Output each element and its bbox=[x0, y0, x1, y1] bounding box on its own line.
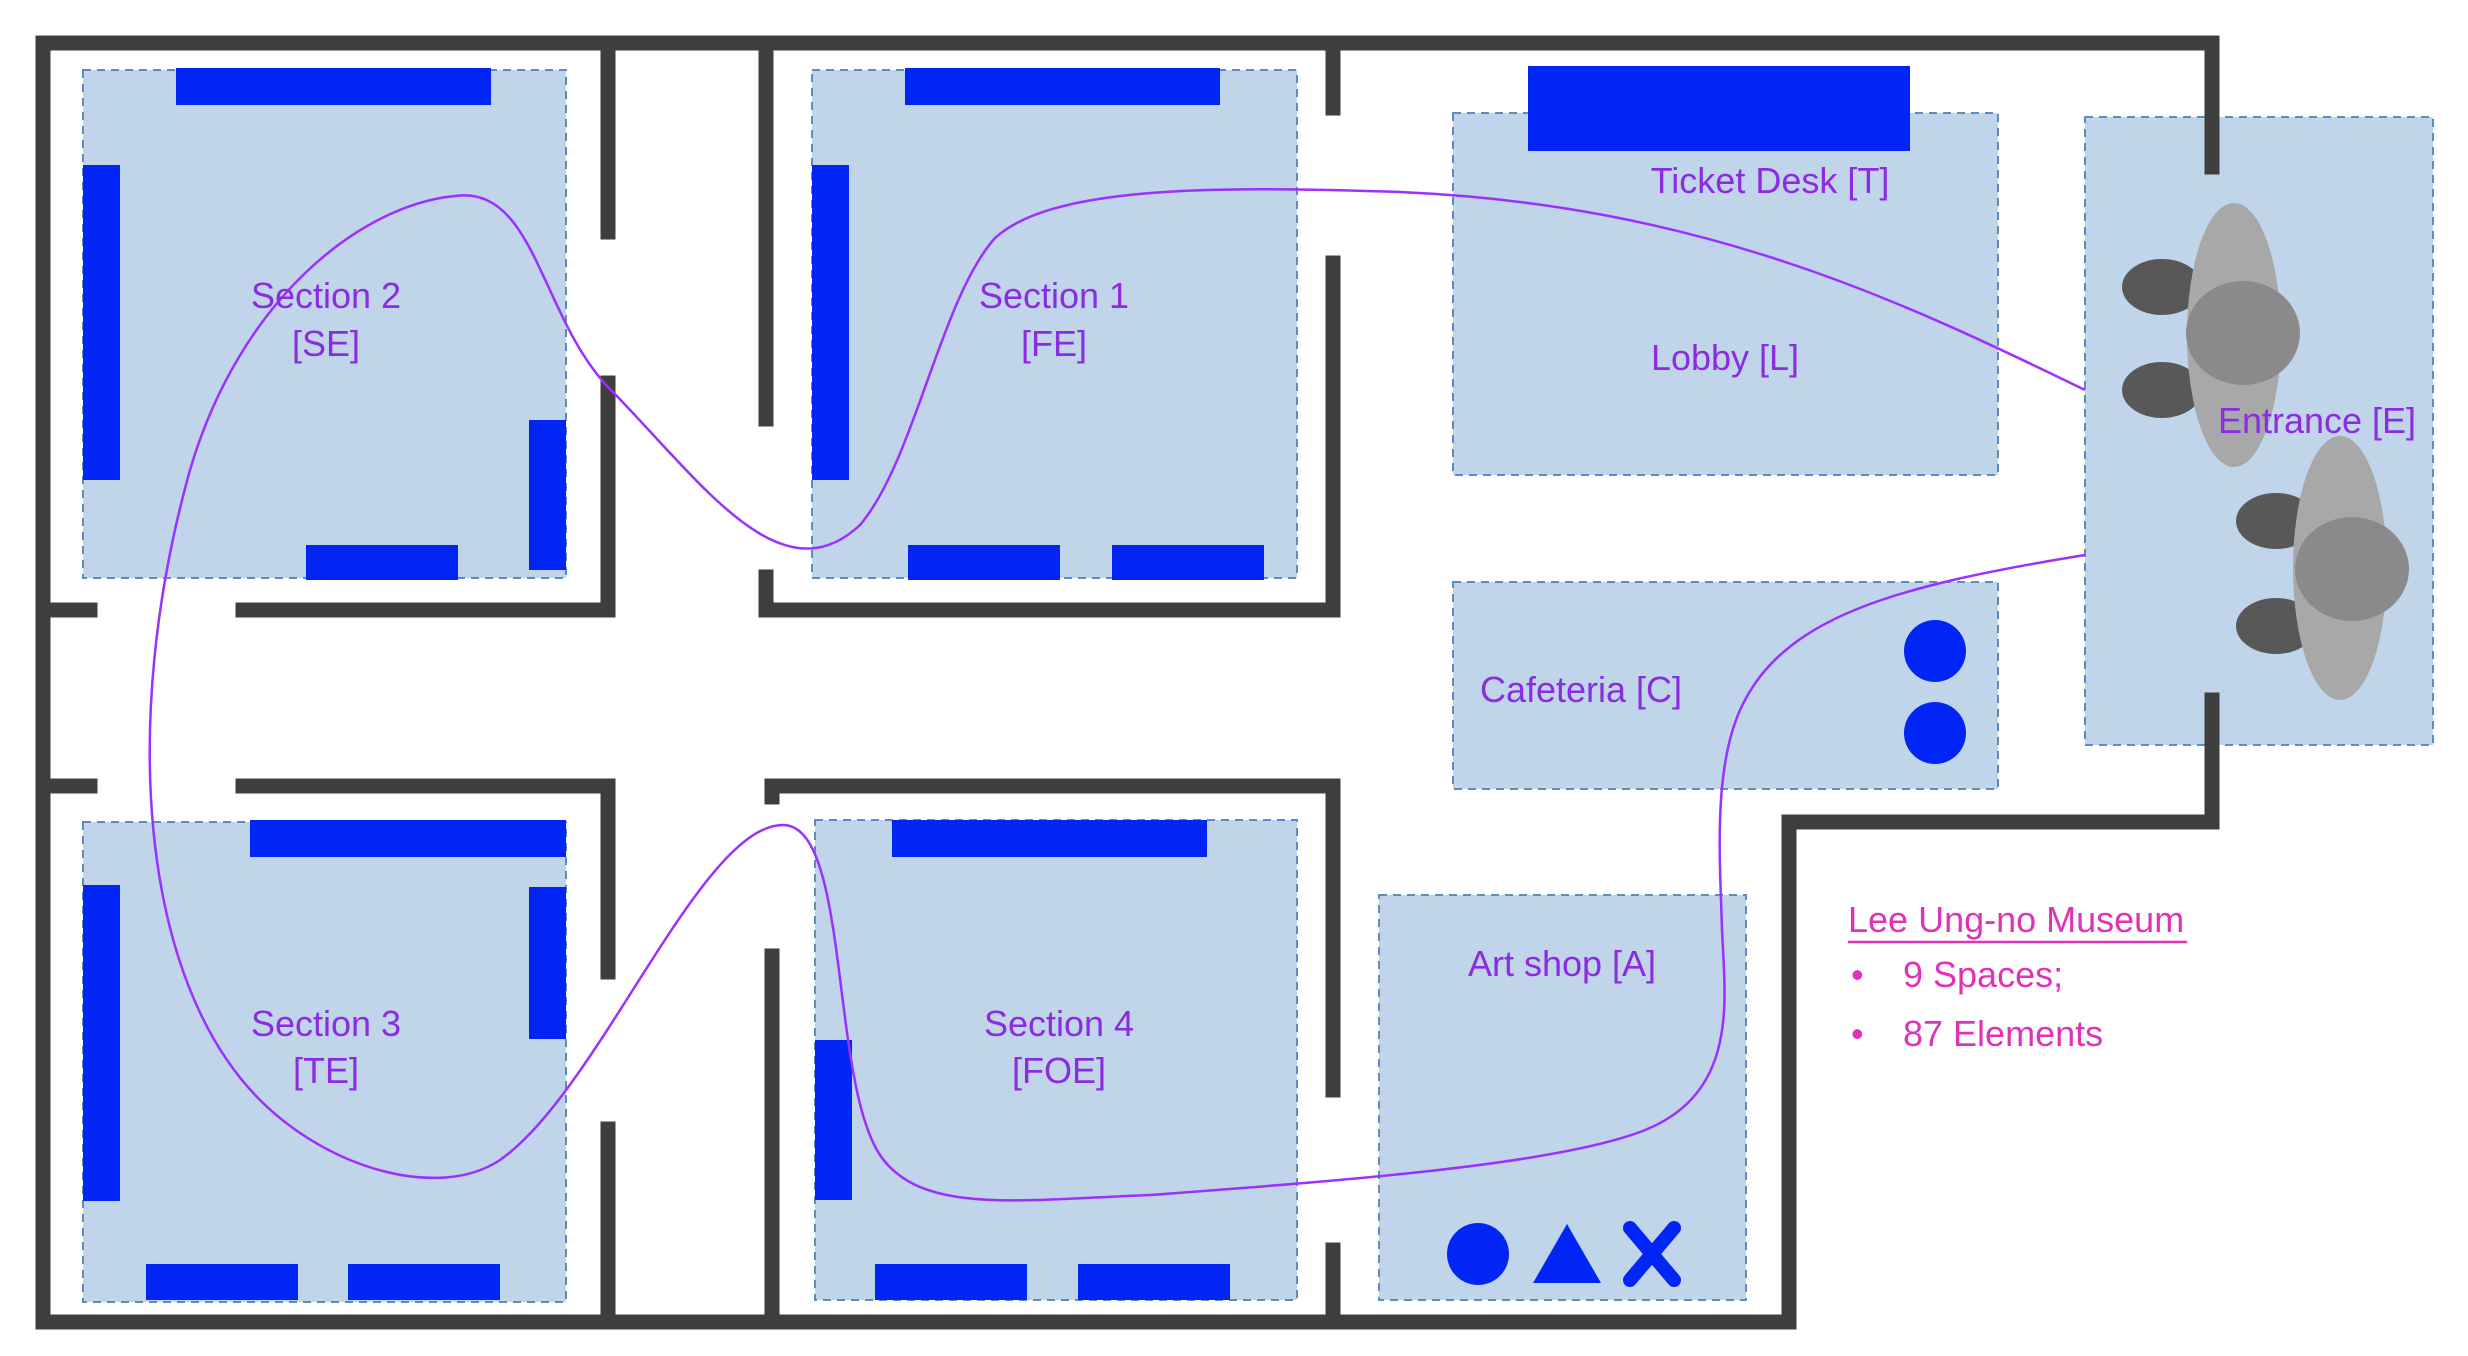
lobby-label: Lobby [L] bbox=[1651, 337, 1799, 378]
exhibit-panel bbox=[348, 1264, 500, 1300]
ticket-desk-counter bbox=[1528, 66, 1910, 151]
people-icon bbox=[2122, 203, 2300, 467]
section-2-code: [SE] bbox=[292, 323, 360, 364]
x-marker-icon bbox=[1623, 1221, 1681, 1287]
circle-marker-icon bbox=[1447, 1223, 1509, 1285]
legend-item-spaces: 9 Spaces; bbox=[1903, 954, 2063, 995]
exhibit-panel bbox=[905, 68, 1220, 105]
exhibit-panel bbox=[146, 1264, 298, 1300]
cafeteria-table-icon bbox=[1904, 702, 1966, 764]
visitor-route bbox=[148, 187, 2086, 1202]
legend-bullet: • bbox=[1851, 1013, 1864, 1054]
legend-bullet: • bbox=[1851, 954, 1864, 995]
entrance-label: Entrance [E] bbox=[2218, 400, 2416, 441]
exhibit-panel bbox=[892, 820, 1207, 857]
exhibit-panel bbox=[83, 165, 120, 480]
section-1-code: [FE] bbox=[1021, 323, 1087, 364]
room-section-1 bbox=[811, 69, 1298, 579]
section-4-code: [FOE] bbox=[1012, 1050, 1106, 1091]
walls bbox=[35, 35, 2220, 1330]
exhibit-panel bbox=[812, 165, 849, 480]
ticket-desk-label: Ticket Desk [T] bbox=[1651, 160, 1890, 201]
section-1-name: Section 1 bbox=[979, 275, 1129, 316]
section-3-code: [TE] bbox=[293, 1050, 359, 1091]
exhibit-panel bbox=[908, 545, 1060, 580]
exhibit-panel bbox=[176, 68, 491, 105]
legend-item-elements: 87 Elements bbox=[1903, 1013, 2103, 1054]
exhibit-panel bbox=[1078, 1264, 1230, 1300]
section-4-name: Section 4 bbox=[984, 1003, 1134, 1044]
exhibit-panel bbox=[529, 420, 566, 570]
legend: Lee Ung-no Museum • 9 Spaces; • 87 Eleme… bbox=[1848, 899, 2187, 1054]
room-lobby bbox=[1452, 112, 1999, 476]
room-section-2 bbox=[82, 69, 567, 579]
room-section-4 bbox=[814, 819, 1298, 1301]
section-3-name: Section 3 bbox=[251, 1003, 401, 1044]
cafeteria-table-icon bbox=[1904, 620, 1966, 682]
section-2-name: Section 2 bbox=[251, 275, 401, 316]
art-shop-label: Art shop [A] bbox=[1468, 943, 1656, 984]
exhibit-panels bbox=[83, 66, 1910, 1300]
exhibit-panel bbox=[250, 820, 566, 857]
cafeteria-label: Cafeteria [C] bbox=[1480, 669, 1682, 710]
exhibit-panel bbox=[875, 1264, 1027, 1300]
triangle-marker-icon bbox=[1533, 1224, 1601, 1283]
exhibit-panel bbox=[83, 885, 120, 1201]
people-icon bbox=[2236, 436, 2409, 700]
exhibit-panel bbox=[529, 887, 566, 1039]
exhibit-panel bbox=[306, 545, 458, 580]
legend-title: Lee Ung-no Museum bbox=[1848, 899, 2184, 940]
exhibit-panel bbox=[815, 1040, 852, 1200]
exhibit-panel bbox=[1112, 545, 1264, 580]
